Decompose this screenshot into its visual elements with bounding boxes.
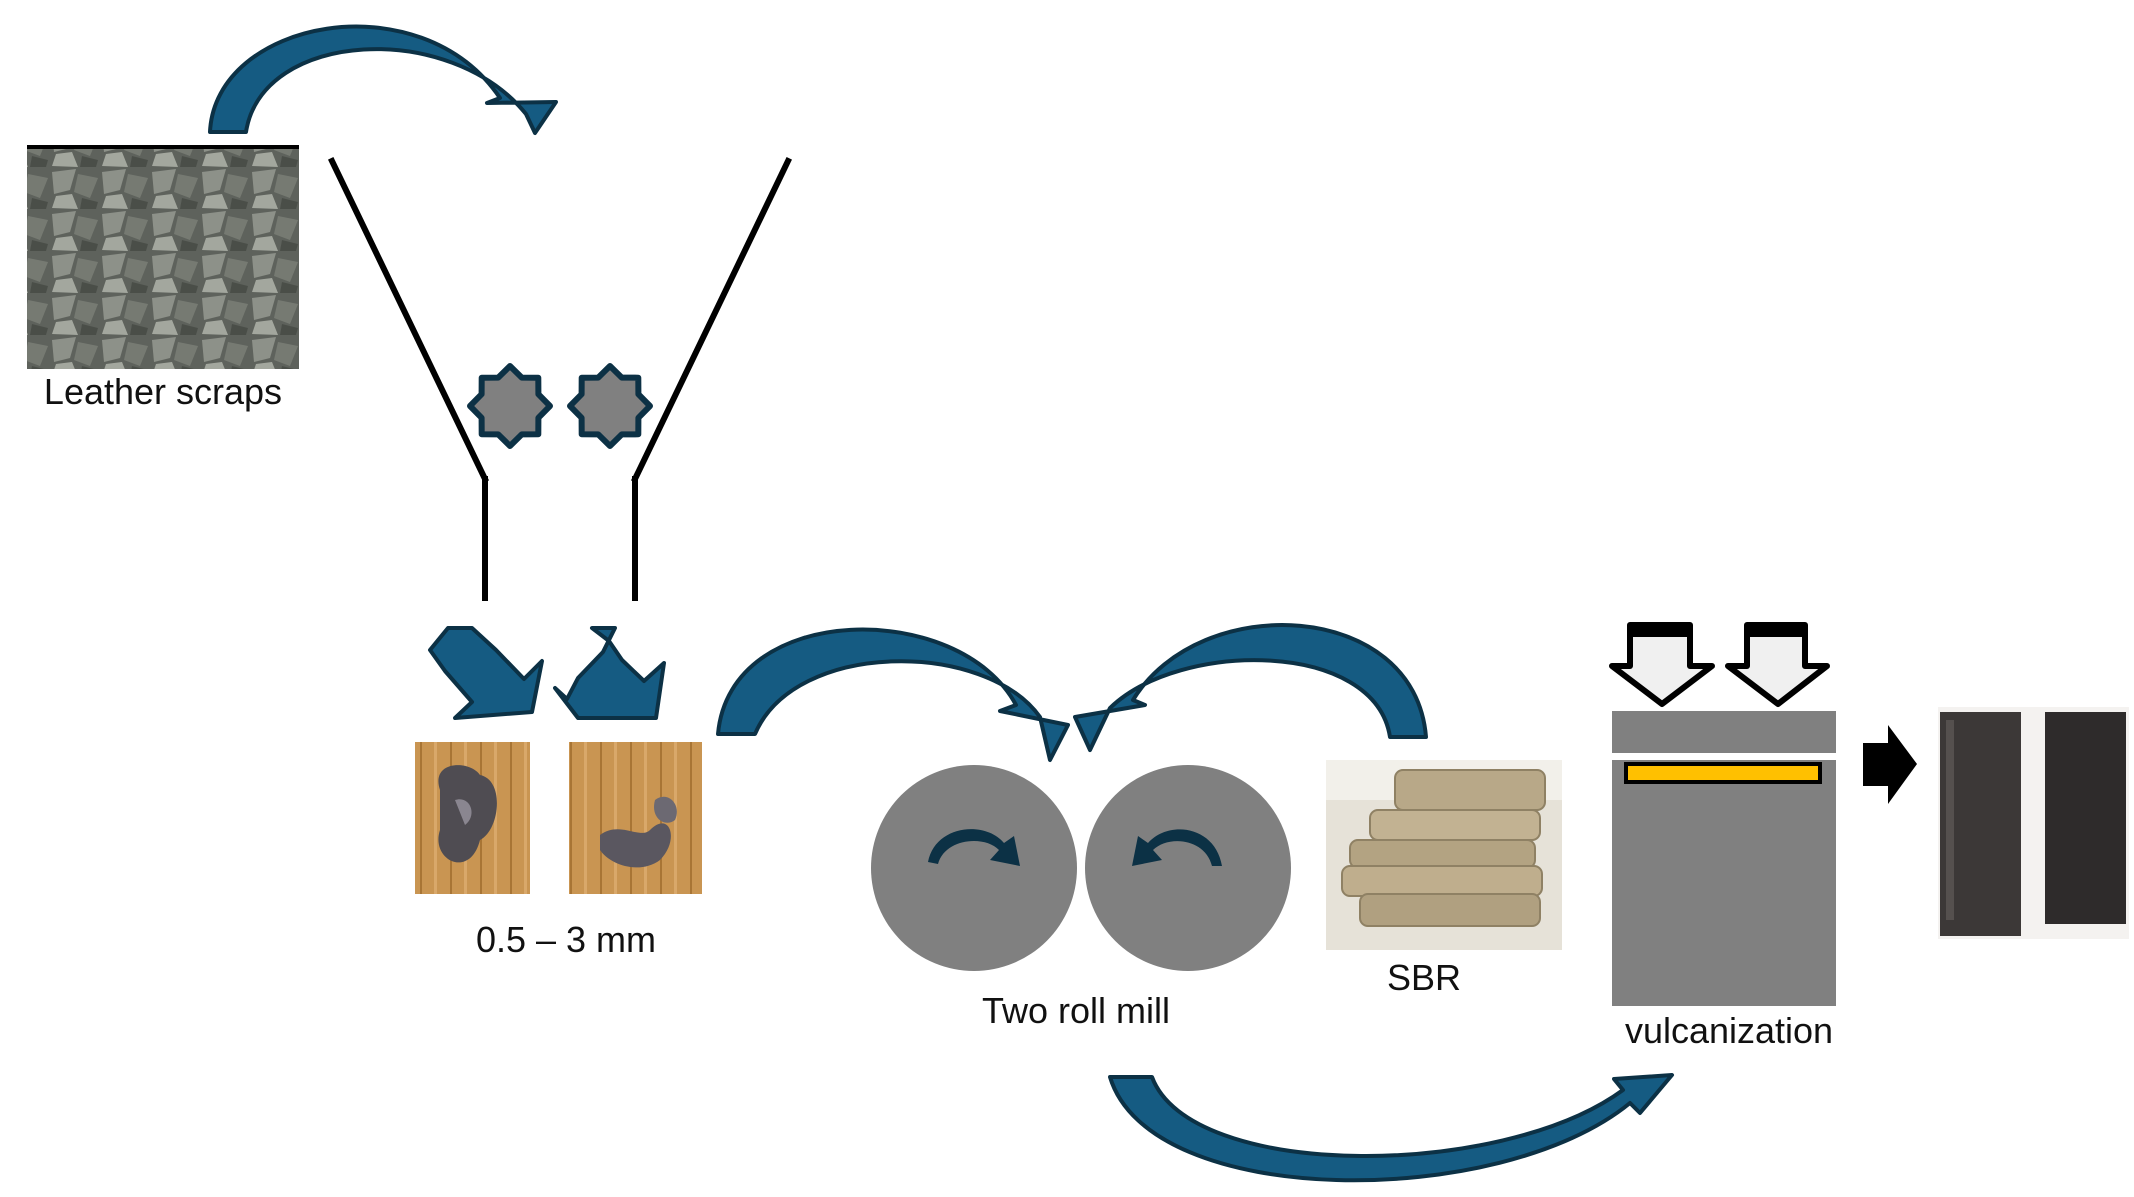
press-arrow-cap bbox=[1749, 625, 1803, 637]
rotation-arrow-icon bbox=[928, 829, 1020, 866]
vulcanization-press bbox=[1612, 711, 1836, 1006]
sbr-label: SBR bbox=[1387, 957, 1461, 998]
vulcanization-label: vulcanization bbox=[1625, 1010, 1833, 1051]
curved-arrow-icon bbox=[1073, 623, 1428, 752]
vulcanized-sample-image bbox=[1938, 707, 2129, 939]
press-top-plate bbox=[1612, 711, 1836, 753]
leather-scraps-label: Leather scraps bbox=[44, 371, 282, 412]
block-arrow-right-icon bbox=[1863, 725, 1917, 804]
leather-particle-image-1 bbox=[415, 742, 530, 894]
leather-particle-image-2 bbox=[569, 742, 702, 894]
press-body bbox=[1612, 760, 1836, 1006]
leather-scraps-image bbox=[27, 145, 299, 369]
curved-arrow-icon bbox=[208, 24, 558, 135]
press-mold bbox=[1624, 762, 1822, 784]
press-arrow-icon bbox=[1609, 622, 1715, 707]
grinder-funnel bbox=[327, 156, 793, 601]
curved-arrow-icon bbox=[1108, 1073, 1674, 1183]
mill-roll-left bbox=[871, 765, 1077, 971]
gear-icon bbox=[567, 363, 653, 449]
rotation-arrow-icon bbox=[1132, 829, 1222, 866]
two-roll-mill-label: Two roll mill bbox=[982, 990, 1170, 1031]
curved-arrow-icon bbox=[716, 627, 1070, 762]
two-roll-mill bbox=[871, 765, 1291, 971]
gear-icon bbox=[467, 363, 553, 449]
press-arrow-icon bbox=[1725, 622, 1830, 707]
press-arrow-cap bbox=[1632, 625, 1688, 637]
sbr-image bbox=[1326, 760, 1562, 950]
down-arrow-icon bbox=[428, 626, 544, 720]
particle-size-label: 0.5 – 3 mm bbox=[476, 919, 656, 960]
mill-roll-right bbox=[1085, 765, 1291, 971]
down-arrow-icon bbox=[553, 626, 666, 720]
